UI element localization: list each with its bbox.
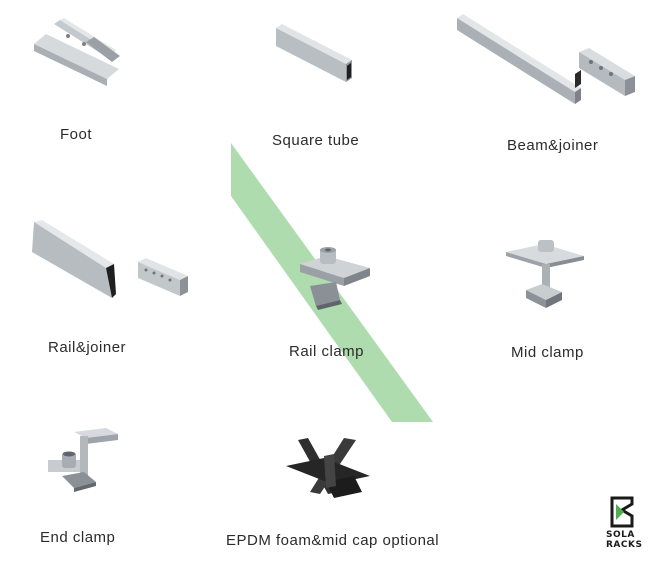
- beam-joiner-label: Beam&joiner: [507, 137, 599, 154]
- foot-label: Foot: [60, 126, 93, 143]
- rail-joiner-label: Rail&joiner: [48, 339, 127, 356]
- square-tube-label: Square tube: [272, 132, 360, 149]
- sola-racks-logo-mark: [610, 496, 634, 528]
- rail-joiner-image: [32, 220, 188, 298]
- sola-racks-logo: SOLA RACKS: [606, 496, 650, 556]
- end-clamp-image: [48, 428, 118, 492]
- rail-clamp-image: [300, 247, 370, 310]
- rail-clamp-label: Rail clamp: [289, 343, 365, 360]
- square-tube-image: [276, 24, 352, 82]
- mid-clamp-label: Mid clamp: [511, 344, 584, 361]
- beam-joiner-image: [457, 14, 635, 104]
- logo-line-2: RACKS: [606, 540, 643, 550]
- logo-line-1: SOLA: [606, 530, 635, 540]
- end-clamp-label: End clamp: [40, 529, 116, 546]
- mid-clamp-image: [506, 240, 584, 308]
- epdm-foam-image: [286, 438, 370, 498]
- epdm-foam-label: EPDM foam&mid cap optional: [226, 532, 440, 549]
- foot-image: [34, 18, 120, 86]
